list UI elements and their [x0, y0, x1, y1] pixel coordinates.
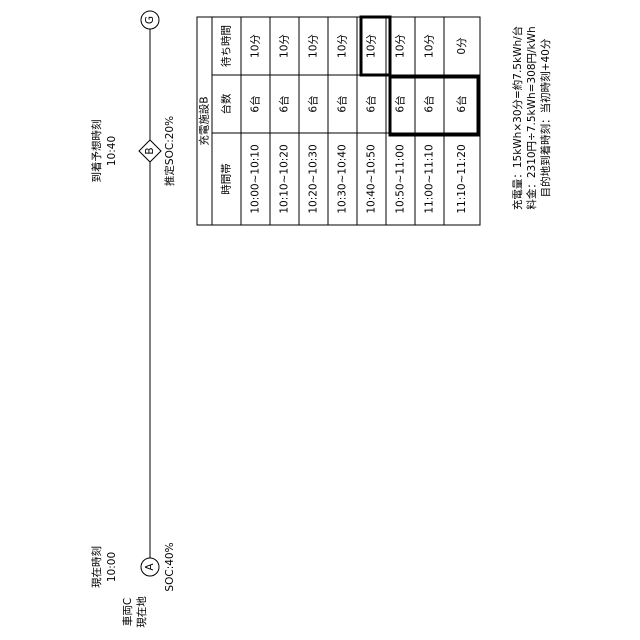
- charging-station-node: B: [139, 140, 161, 162]
- cell-count: 6台: [336, 95, 349, 112]
- note-charge-amount: 充電量：15kWh×30分=約7.5kWh/台: [511, 26, 524, 210]
- note-price: 料金：2310円÷7.5kWh=308円/kWh: [525, 26, 538, 209]
- note-arrival-time: 目的地到着時刻：当初時刻+40分: [539, 38, 552, 197]
- table-title: 充電施設B: [198, 96, 211, 145]
- cell-wait-time: 10分: [366, 34, 378, 58]
- cell-time-slot: 10:10~10:20: [279, 144, 291, 213]
- start-vehicle-label: 車両C: [121, 598, 134, 626]
- cell-count: 6台: [307, 95, 320, 112]
- cell-wait-time: 10分: [250, 34, 262, 58]
- header-time-slot: 時間帯: [220, 163, 233, 195]
- estimated-soc-label: 推定SOC:20%: [163, 116, 176, 186]
- cell-time-slot: 10:40~10:50: [366, 144, 378, 213]
- cell-count: 6台: [394, 95, 407, 112]
- cell-count: 6台: [455, 95, 468, 112]
- cell-time-slot: 10:30~10:40: [337, 144, 349, 213]
- arrival-time-value: 10:40: [106, 136, 118, 166]
- charging-schedule-table: 充電施設B 時間帯 台数 待ち時間 10:00~10:10 6台 10分 10:…: [197, 17, 480, 225]
- cell-count: 6台: [423, 95, 436, 112]
- cell-time-slot: 11:10~11:20: [456, 144, 468, 213]
- start-soc-label: SOC:40%: [164, 542, 176, 591]
- current-time-label: 現在時刻: [90, 546, 103, 588]
- header-wait-time: 待ち時間: [220, 25, 233, 67]
- cell-wait-time: 0分: [456, 37, 468, 55]
- current-time-value: 10:00: [106, 552, 118, 582]
- cell-wait-time: 10分: [424, 34, 436, 58]
- cell-time-slot: 10:00~10:10: [250, 144, 262, 213]
- cell-time-slot: 11:00~11:10: [424, 144, 436, 213]
- cell-count: 6台: [365, 95, 378, 112]
- goal-node-icon-label: G: [144, 16, 156, 24]
- start-node-icon-label: A: [144, 563, 156, 571]
- cell-wait-time: 10分: [308, 34, 320, 58]
- cell-wait-time: 10分: [395, 34, 407, 58]
- header-count: 台数: [220, 93, 233, 114]
- cell-count: 6台: [278, 95, 291, 112]
- arrival-label: 到着予想時刻: [90, 120, 103, 183]
- goal-node: G: [141, 11, 159, 29]
- charging-station-icon-label: B: [144, 147, 156, 154]
- cell-time-slot: 10:50~11:00: [395, 144, 407, 213]
- cell-wait-time: 10分: [279, 34, 291, 58]
- cell-time-slot: 10:20~10:30: [308, 144, 320, 213]
- cell-count: 6台: [249, 95, 262, 112]
- cell-wait-time: 10分: [337, 34, 349, 58]
- start-node: A: [141, 558, 159, 576]
- start-place-label: 現在地: [135, 596, 148, 628]
